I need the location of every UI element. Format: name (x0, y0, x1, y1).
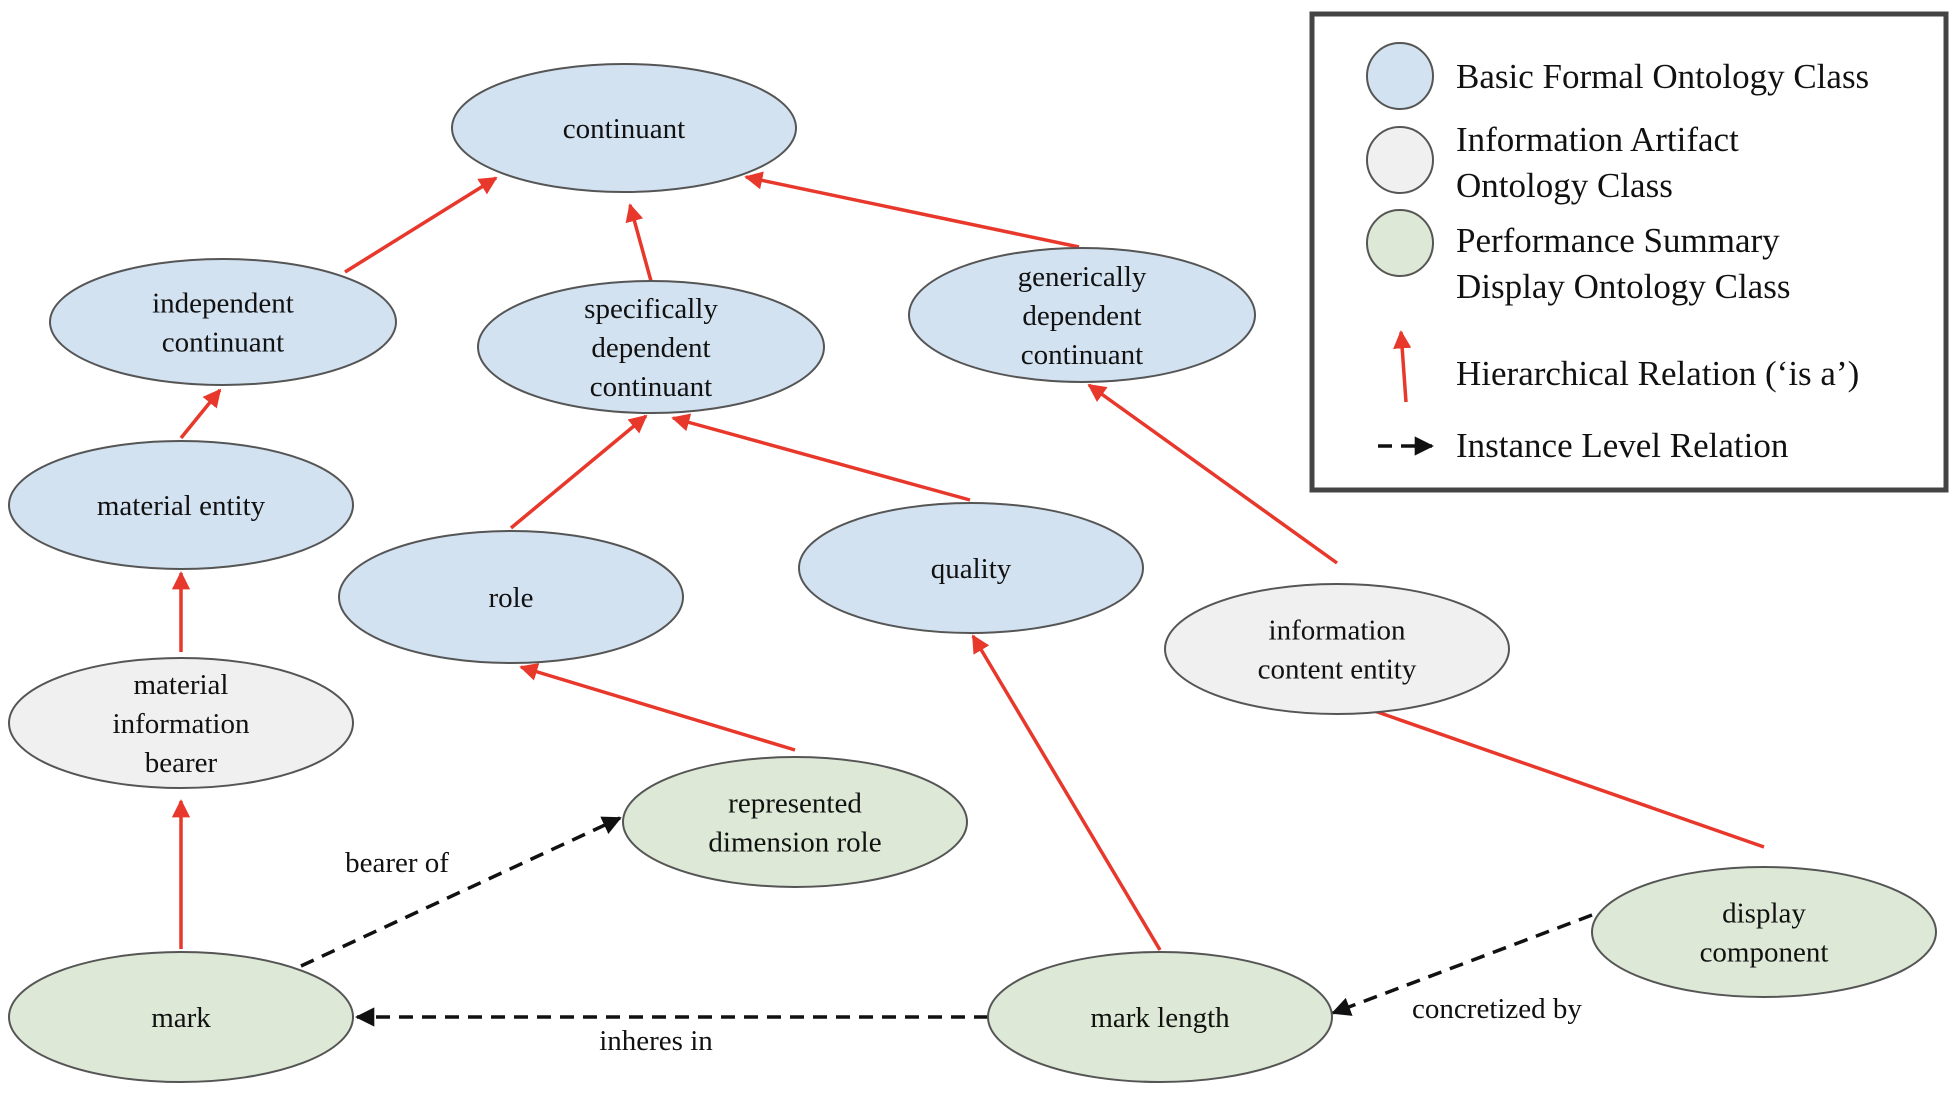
text-line: dimension role (708, 827, 881, 859)
node-shape (338, 530, 684, 664)
legend-text-line: Basic Formal Ontology Class (1456, 57, 1869, 96)
text-line: material entity (97, 490, 266, 522)
legend-isa-arrow (1393, 330, 1412, 403)
is-a-arrow-role-to-specifically-dependent-continuant (509, 414, 648, 530)
legend-psdo-swatch (1366, 209, 1434, 277)
node-material-information-bearer: material information bearer (8, 657, 354, 789)
is-a-arrow-generically-dependent-continuant-to-continuant (744, 171, 1080, 249)
node-shape (8, 440, 354, 570)
text-line: independent (152, 288, 294, 320)
node-shape (49, 258, 397, 386)
relation-label-inheres-in: inheres in (599, 1025, 713, 1057)
legend-iao-swatch (1366, 126, 1434, 194)
node-label: independent continuant (152, 288, 294, 359)
node-shape (1164, 583, 1510, 715)
legend-isa-label: Hierarchical Relation (‘is a’) (1456, 354, 1859, 393)
is-a-arrow-material-entity-to-independent-continuant (179, 388, 222, 440)
node-specifically-dependent-continuant: specifically dependent continuant (477, 280, 825, 414)
text-line: dependent (591, 332, 710, 364)
text-line: quality (931, 553, 1012, 585)
node-shape (622, 756, 968, 888)
node-information-content-entity: information content entity (1164, 583, 1510, 715)
is-a-arrow-represented-dimension-role-to-role (519, 663, 796, 752)
legend-bfo-label: Basic Formal Ontology Class (1456, 57, 1869, 96)
text-line: bearer (145, 747, 218, 779)
legend-text-line: Instance Level Relation (1456, 426, 1788, 465)
node-label: material information bearer (113, 669, 250, 779)
legend-text-line: Performance Summary (1456, 221, 1780, 260)
text-line: role (488, 582, 533, 614)
legend-text-line: Hierarchical Relation (‘is a’) (1456, 354, 1859, 393)
node-role: role (338, 530, 684, 664)
legend-text-line: Ontology Class (1456, 166, 1673, 205)
node-independent-continuant: independent continuant (49, 258, 397, 386)
node-shape (1591, 866, 1937, 998)
node-continuant: continuant (451, 63, 797, 193)
text-line: mark (151, 1002, 211, 1034)
is-a-arrow-specifically-dependent-continuant-to-continuant (625, 203, 653, 282)
legend-text-line: Information Artifact (1456, 120, 1739, 159)
text-line: specifically (584, 293, 718, 325)
node-shape (8, 951, 354, 1083)
node-label: information content entity (1258, 615, 1417, 686)
text-line: material (133, 669, 228, 701)
node-label: generically dependent continuant (1018, 261, 1147, 371)
text-line: display (1722, 898, 1806, 930)
text-line: dependent (1022, 300, 1141, 332)
text-line: represented (728, 788, 862, 820)
node-shape (451, 63, 797, 193)
is-a-arrow-information-content-entity-to-generically-dependent-continuant (1087, 383, 1339, 565)
node-shape (798, 502, 1144, 634)
instance-arrow-mark-to-represented-dimension-role (300, 816, 622, 968)
text-line: content entity (1258, 654, 1417, 686)
is-a-arrow-mark-length-to-quality (971, 634, 1162, 951)
node-shape (987, 951, 1333, 1083)
node-label: quality (931, 553, 1012, 585)
text-line: continuant (162, 327, 284, 359)
legend-text-line: Display Ontology Class (1456, 267, 1790, 306)
relation-label-concretized-by: concretized by (1412, 993, 1582, 1025)
is-a-arrow-display-component-to-information-content-entity (1341, 696, 1765, 849)
text-line: continuant (590, 371, 712, 403)
is-a-arrow-independent-continuant-to-continuant (344, 176, 498, 274)
node-label: material entity (97, 490, 266, 522)
text-line: information (1269, 615, 1406, 647)
text-line: continuant (1021, 339, 1143, 371)
text-line: mark length (1090, 1002, 1230, 1034)
text-line: information (113, 708, 250, 740)
text-line: component (1700, 937, 1829, 969)
node-shape (477, 280, 825, 414)
node-label: mark (151, 1002, 211, 1034)
edges-layer: bearer of inheres in concretized by (171, 171, 1765, 1057)
node-label: mark length (1090, 1002, 1230, 1034)
node-display-component: display component (1591, 866, 1937, 998)
text-line: continuant (563, 113, 685, 145)
legend-bfo-swatch (1366, 42, 1434, 110)
node-generically-dependent-continuant: generically dependent continuant (908, 247, 1256, 383)
node-mark-length: mark length (987, 951, 1333, 1083)
node-represented-dimension-role: represented dimension role (622, 756, 968, 888)
is-a-arrow-quality-to-specifically-dependent-continuant (671, 413, 971, 502)
node-shape (908, 247, 1256, 383)
relation-label-bearer-of: bearer of (345, 847, 449, 879)
legend: Basic Formal Ontology Class Information … (1309, 11, 1949, 493)
text-line: generically (1018, 261, 1147, 293)
node-material-entity: material entity (8, 440, 354, 570)
node-label: represented dimension role (708, 788, 881, 859)
node-label: role (488, 582, 533, 614)
node-mark: mark (8, 951, 354, 1083)
instance-arrow-display-component-to-mark-length (1331, 913, 1593, 1016)
node-label: continuant (563, 113, 685, 145)
node-label: display component (1700, 898, 1829, 969)
legend-instance-label: Instance Level Relation (1456, 426, 1788, 465)
node-label: specifically dependent continuant (584, 293, 718, 403)
node-quality: quality (798, 502, 1144, 634)
node-shape (8, 657, 354, 789)
